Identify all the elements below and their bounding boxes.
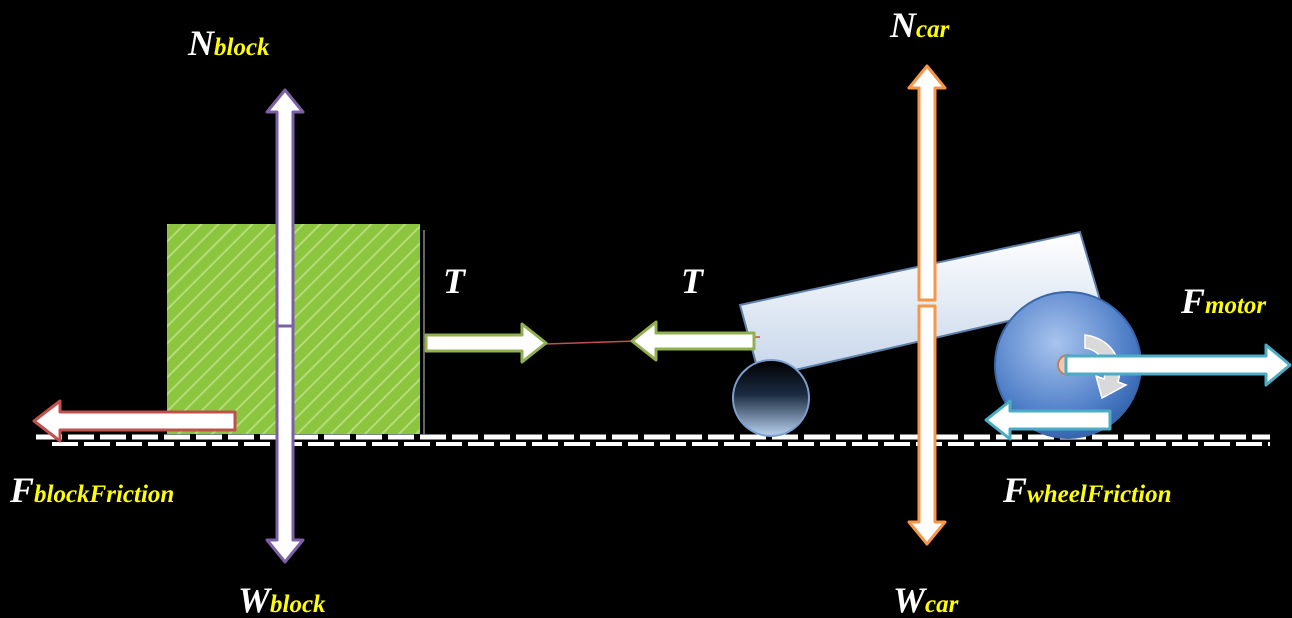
label-block-weight: Wblock <box>238 580 326 618</box>
label-tension-block: T <box>443 261 467 301</box>
label-wheel-friction: FwheelFriction <box>1002 470 1171 510</box>
car-weight-arrow <box>907 304 947 546</box>
wheel-friction-arrow <box>984 399 1112 441</box>
tension-arrow-block <box>424 322 548 364</box>
ground-surface <box>36 434 1270 446</box>
block-friction-arrow <box>32 399 237 443</box>
label-car-normal-force: Ncar <box>889 5 950 45</box>
block <box>167 224 425 434</box>
block-weight-arrow <box>265 324 305 564</box>
label-tension-car: T <box>681 261 705 301</box>
label-block-friction: FblockFriction <box>9 470 174 510</box>
car-front-wheel <box>732 359 810 437</box>
tension-arrow-car <box>630 320 756 362</box>
label-car-weight: Wcar <box>893 580 959 618</box>
car-normal-force-arrow <box>907 64 947 302</box>
label-block-normal-force: Nblock <box>187 23 270 63</box>
block-normal-force-arrow <box>265 88 305 328</box>
motor-force-arrow <box>1064 343 1292 387</box>
label-motor-force: Fmotor <box>1180 281 1266 321</box>
